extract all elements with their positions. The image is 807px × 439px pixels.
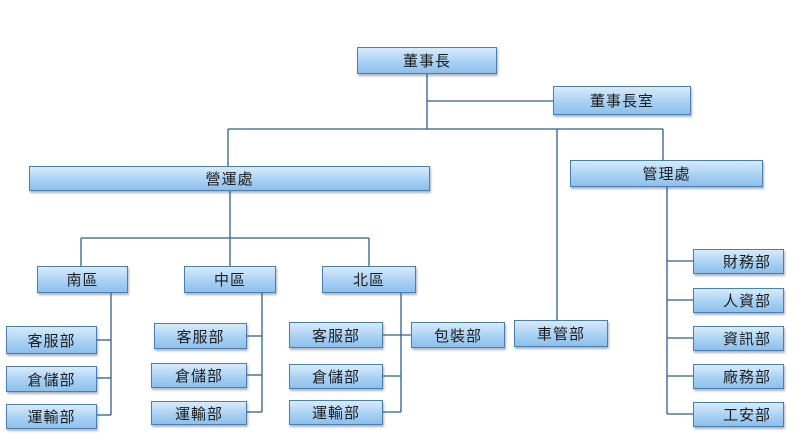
node-central-transport: 運輸部 (151, 401, 247, 425)
node-chairman: 董事長 (357, 47, 497, 74)
node-north-customer-service-label: 客服部 (311, 326, 360, 345)
node-vehicle-management: 車管部 (514, 320, 608, 347)
node-central-customer-service: 客服部 (154, 323, 247, 349)
node-north-customer-service: 客服部 (289, 322, 383, 348)
node-operations: 營運處 (29, 166, 430, 191)
node-central-transport-label: 運輸部 (174, 404, 223, 423)
node-hr: 人資部 (693, 288, 784, 313)
node-north-warehouse-label: 倉儲部 (311, 368, 360, 386)
node-central-warehouse-label: 倉儲部 (174, 367, 223, 385)
node-north-warehouse: 倉儲部 (289, 364, 383, 389)
node-central-customer-service-label: 客服部 (176, 327, 225, 346)
node-management: 管理處 (570, 160, 763, 187)
node-chairman-label: 董事長 (402, 52, 451, 70)
node-factory-affairs-label: 廠務部 (722, 368, 771, 386)
node-vehicle-management-label: 車管部 (536, 325, 585, 343)
node-south-warehouse-label: 倉儲部 (27, 370, 76, 389)
node-south-customer-service: 客服部 (6, 326, 97, 354)
node-safety-label: 工安部 (722, 406, 771, 424)
node-operations-label: 營運處 (205, 170, 254, 188)
node-south-customer-service-label: 客服部 (27, 331, 76, 350)
node-it-label: 資訊部 (722, 330, 771, 348)
node-north-transport-label: 運輸部 (311, 404, 360, 422)
node-management-label: 管理處 (642, 165, 691, 183)
node-finance-label: 財務部 (722, 253, 771, 271)
node-south-transport: 運輸部 (6, 404, 97, 429)
node-packaging: 包裝部 (411, 322, 505, 348)
node-factory-affairs: 廠務部 (693, 364, 784, 389)
node-central-region: 中區 (184, 266, 276, 293)
node-hr-label: 人資部 (722, 292, 771, 310)
node-north-transport: 運輸部 (289, 400, 383, 425)
node-safety: 工安部 (693, 402, 784, 427)
node-chairman-office-label: 董事長室 (589, 92, 654, 110)
node-packaging-label: 包裝部 (433, 326, 482, 345)
node-finance: 財務部 (693, 249, 784, 274)
node-chairman-office: 董事長室 (553, 86, 691, 115)
node-central-warehouse: 倉儲部 (151, 363, 247, 388)
node-south-region: 南區 (37, 266, 128, 293)
node-north-region-label: 北區 (352, 271, 385, 289)
node-south-region-label: 南區 (66, 271, 99, 289)
node-north-region: 北區 (322, 266, 416, 293)
node-central-region-label: 中區 (213, 271, 246, 289)
node-south-warehouse: 倉儲部 (6, 366, 97, 392)
node-it: 資訊部 (693, 326, 784, 351)
node-south-transport-label: 運輸部 (27, 408, 76, 426)
